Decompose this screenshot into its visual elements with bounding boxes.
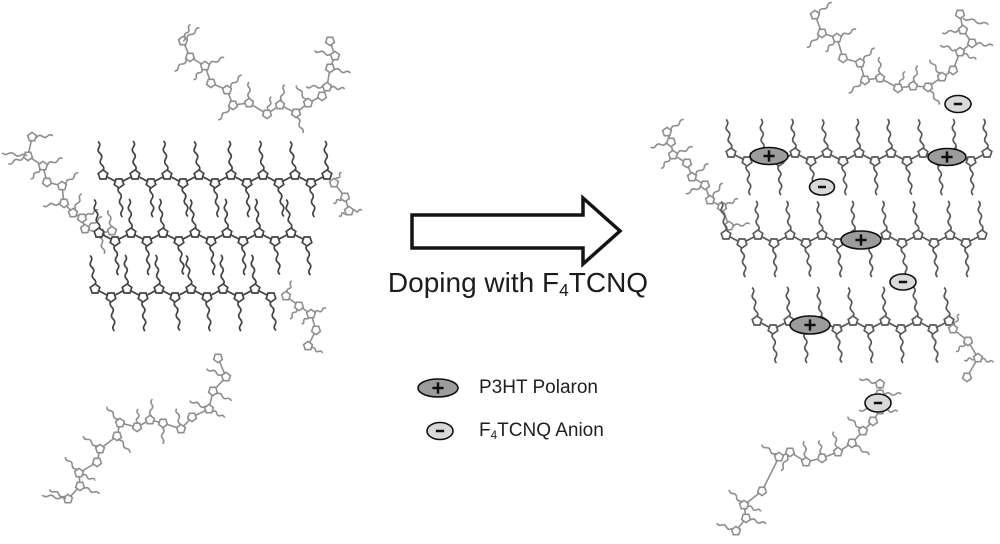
polymer-chain-right-crystalline-3-tail: [947, 313, 994, 383]
p3ht-polaron-ellipse: [749, 146, 789, 166]
doping-arrow: [410, 194, 623, 268]
polymer-chain-right-amorphous-left: [650, 118, 751, 231]
legend-icon-polaron: [417, 378, 459, 398]
f4tcnq-anion-ellipse: [889, 273, 917, 291]
f4tcnq-anion-ellipse: [864, 393, 892, 413]
doping-arrow-label: Doping with F4TCNQ: [383, 267, 653, 301]
polymer-chain-left-amorphous-bottom: [48, 353, 233, 504]
p3ht-polaron-ellipse: [840, 230, 882, 250]
p3ht-polaron-ellipse: [789, 315, 831, 335]
doping-arrow-label-text: Doping with F: [387, 267, 560, 298]
polymer-chain-right-amorphous-bottom: [716, 377, 902, 536]
doping-arrow-label-subscript: 4: [559, 280, 569, 301]
polymer-chain-left-crystalline-1-tail: [328, 171, 363, 218]
p3ht-polaron-ellipse: [927, 147, 967, 167]
f4tcnq-anion-ellipse: [808, 178, 836, 196]
legend-label-anion: F4TCNQ Anion: [479, 420, 604, 442]
hexyl-tail-squiggles: [1, 17, 989, 500]
f4tcnq-anion-ellipse: [944, 94, 972, 114]
polymer-chain-right-crystalline-3: [751, 286, 955, 364]
polymer-chain-left-crystalline-3-tail: [280, 280, 327, 354]
polymer-chain-layer: [1, 1, 994, 536]
charge-ellipse-layer: [749, 94, 972, 413]
legend-icon-anion: [426, 421, 454, 441]
polymer-chain-left-amorphous-top: [174, 26, 352, 134]
legend-icon-layer: [417, 378, 459, 441]
doping-arrow-label-text-2: TCNQ: [568, 267, 649, 298]
polymer-chain-left-crystalline-1: [97, 140, 333, 218]
polymer-chain-left-crystalline-3: [89, 254, 277, 332]
polymer-chain-left-crystalline-2: [93, 198, 313, 276]
legend-label-polaron: P3HT Polaron: [479, 377, 598, 398]
polymer-chain-right-amorphous-top: [806, 1, 994, 105]
